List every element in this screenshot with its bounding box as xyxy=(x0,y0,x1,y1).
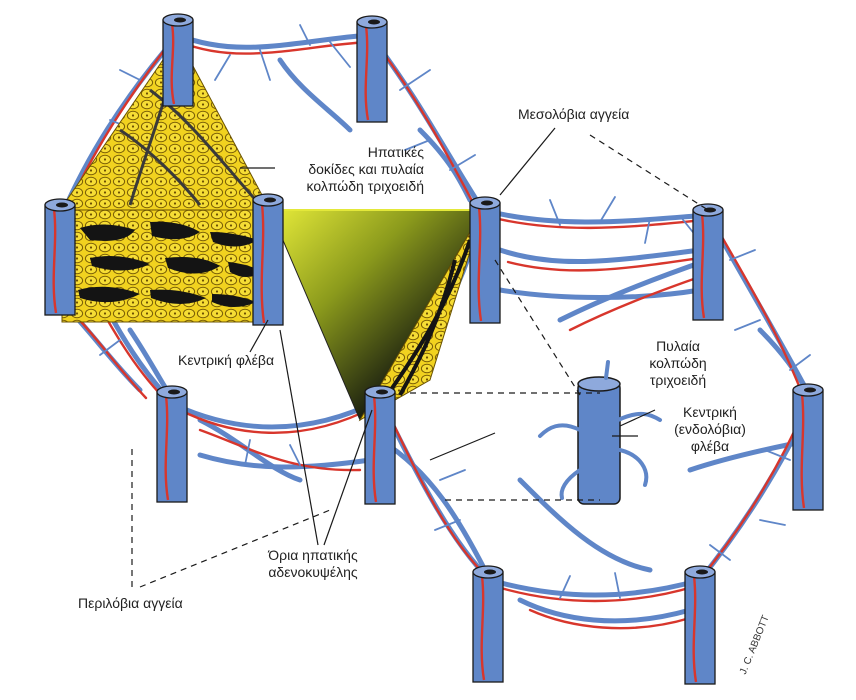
callout-lines xyxy=(131,127,709,588)
label-hepatic-plates-line2: δοκίδες και πυλαία xyxy=(308,161,424,177)
vessel-cylinder xyxy=(44,198,76,316)
label-acinus-boundaries-line2: αδενοκυψέλης xyxy=(268,564,358,580)
vessel-cylinder xyxy=(356,15,388,123)
label-portal-sinusoids-line1: Πυλαία xyxy=(656,338,700,354)
label-central-intralobular-vein: Κεντρική (ενδολόβια) φλέβα xyxy=(660,404,760,455)
label-central-vein: Κεντρική φλέβα xyxy=(178,352,275,368)
vessel-cylinder xyxy=(469,196,501,324)
vessel-cylinder xyxy=(162,13,194,107)
label-perilobular-vessels: Περιλόβια αγγεία xyxy=(78,595,183,611)
label-central-intralobular-vein-line1: Κεντρική xyxy=(683,404,737,420)
vessel-cylinder xyxy=(156,385,188,503)
vessel-cylinders xyxy=(44,13,824,685)
isolated-central-vein xyxy=(538,360,662,505)
vessel-cylinder xyxy=(472,565,504,683)
label-hepatic-plates-line1: Ηπατικές xyxy=(367,144,424,160)
vessel-cylinder xyxy=(364,385,396,505)
label-hepatic-plates: Ηπατικές δοκίδες και πυλαία κολπώδη τριχ… xyxy=(272,144,424,195)
hepatic-plate-section xyxy=(59,37,273,323)
label-central-intralobular-vein-line3: φλέβα xyxy=(690,438,730,454)
acinus-shaded-face xyxy=(269,209,484,422)
label-acinus-boundaries: Όρια ηπατικής αδενοκυψέλης xyxy=(248,547,378,581)
label-central-intralobular-vein-line2: (ενδολόβια) xyxy=(674,421,746,437)
label-portal-sinusoids-line2: κολπώδη xyxy=(649,355,707,371)
label-portal-sinusoids-line3: τριχοειδή xyxy=(649,372,707,388)
vessel-cylinder xyxy=(252,193,284,326)
label-acinus-boundaries-line1: Όρια ηπατικής xyxy=(268,547,358,563)
vessel-cylinder xyxy=(684,565,716,685)
vessel-cylinder xyxy=(692,203,724,321)
vessel-cylinder xyxy=(792,383,824,511)
label-hepatic-plates-line3: κολπώδη τριχοειδή xyxy=(306,178,424,194)
label-portal-sinusoids: Πυλαία κολπώδη τριχοειδή xyxy=(628,338,728,389)
label-interlobular-vessels: Μεσολόβια αγγεία xyxy=(518,106,630,122)
